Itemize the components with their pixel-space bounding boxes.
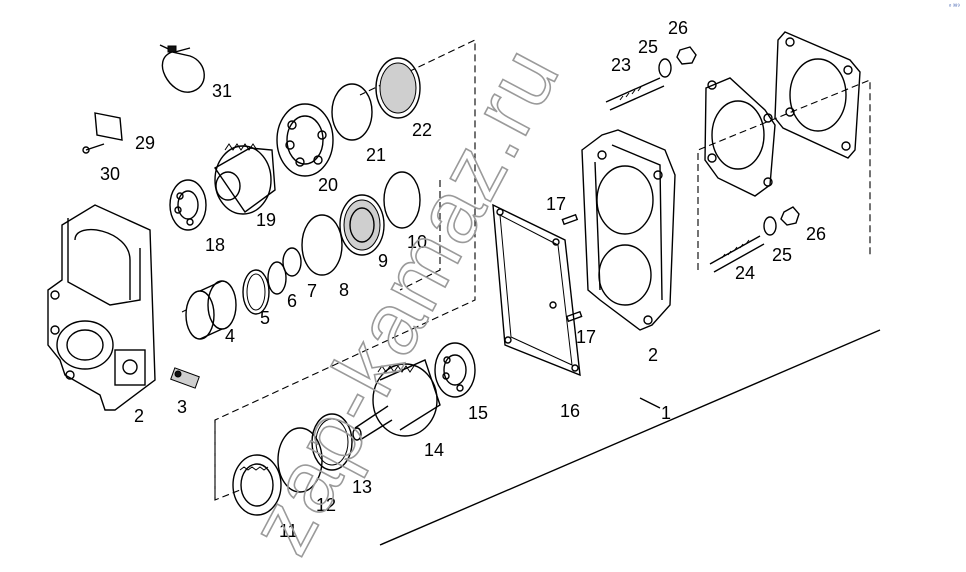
part-8-oring xyxy=(301,214,343,276)
part-31-clamp xyxy=(159,44,205,93)
part-19-gear xyxy=(213,143,276,215)
callout-5: 5 xyxy=(260,308,271,328)
part-2-housing-left xyxy=(47,204,156,411)
assembly-boundary-lower xyxy=(214,420,241,501)
callout-2-left: 2 xyxy=(134,406,145,426)
callout-16: 16 xyxy=(560,401,581,421)
callout-31: 31 xyxy=(212,81,233,101)
part-17-pin-upper xyxy=(561,213,579,226)
callout-6: 6 xyxy=(287,291,298,311)
callout-21: 21 xyxy=(366,145,387,165)
callout-23: 23 xyxy=(611,55,632,75)
part-4-sleeve xyxy=(181,280,237,340)
part-cover-plate xyxy=(774,31,861,159)
part-3-sensor xyxy=(170,367,200,389)
assembly-leader xyxy=(639,397,661,409)
callout-26-lower: 26 xyxy=(806,224,827,244)
callout-24: 24 xyxy=(735,263,756,283)
callout-4: 4 xyxy=(225,326,236,346)
callout-3: 3 xyxy=(177,397,188,417)
callout-8: 8 xyxy=(339,280,350,300)
callout-15: 15 xyxy=(468,403,489,423)
callout-26-upper: 26 xyxy=(668,18,689,38)
callout-17-upper: 17 xyxy=(546,194,567,214)
part-20-bearing xyxy=(276,103,334,177)
part-14-gear-shaft xyxy=(352,359,441,441)
assembly-boundary-upper xyxy=(214,39,476,500)
callout-12: 12 xyxy=(316,495,337,515)
part-6-ring xyxy=(267,261,287,295)
assembly-boundary-right xyxy=(697,79,871,270)
part-24-stud xyxy=(709,235,765,273)
callout-22: 22 xyxy=(412,120,433,140)
part-9-bearing xyxy=(339,194,385,256)
callout-29: 29 xyxy=(135,133,156,153)
callout-13: 13 xyxy=(352,477,373,497)
callout-25-upper: 25 xyxy=(638,37,659,57)
callout-17-lower: 17 xyxy=(576,327,597,347)
part-2-housing-right xyxy=(581,129,676,331)
assembly-boundary-mid xyxy=(399,180,441,291)
callout-10: 10 xyxy=(407,232,428,252)
callout-9: 9 xyxy=(378,251,389,271)
callout-2-right: 2 xyxy=(648,345,659,365)
part-22-bearing xyxy=(375,57,421,119)
callout-14: 14 xyxy=(424,440,445,460)
part-16-gasket xyxy=(492,203,581,377)
callout-7: 7 xyxy=(307,281,318,301)
part-17-pin-lower xyxy=(565,310,583,323)
part-23-stud xyxy=(605,77,665,111)
part-11-bearing xyxy=(232,454,282,516)
part-10-ring xyxy=(383,171,421,229)
callout-11: 11 xyxy=(279,521,298,541)
callout-19: 19 xyxy=(256,210,277,230)
part-12-ring xyxy=(277,427,323,493)
part-30-screw xyxy=(82,143,105,154)
part-18-bearing xyxy=(169,179,207,231)
part-7-ring xyxy=(282,247,302,277)
part-5-ring xyxy=(242,269,270,315)
part-25-washer-lower xyxy=(763,216,777,236)
part-25-washer-upper xyxy=(658,58,672,78)
callout-18: 18 xyxy=(205,235,226,255)
part-13-ring xyxy=(311,413,353,471)
callout-30: 30 xyxy=(100,164,121,184)
callout-25-lower: 25 xyxy=(772,245,793,265)
part-21-ring xyxy=(331,83,373,141)
part-26-nut-upper xyxy=(676,46,697,65)
assembly-baseline xyxy=(379,329,881,546)
part-15-bearing xyxy=(434,342,476,398)
callout-20: 20 xyxy=(318,175,339,195)
part-right-gasket xyxy=(704,77,776,197)
callout-1: 1 xyxy=(661,403,672,423)
part-26-nut-lower xyxy=(780,206,800,226)
corner-mark: ᵒ ³⁸⁹ xyxy=(948,4,960,10)
part-29-plate xyxy=(94,112,123,141)
